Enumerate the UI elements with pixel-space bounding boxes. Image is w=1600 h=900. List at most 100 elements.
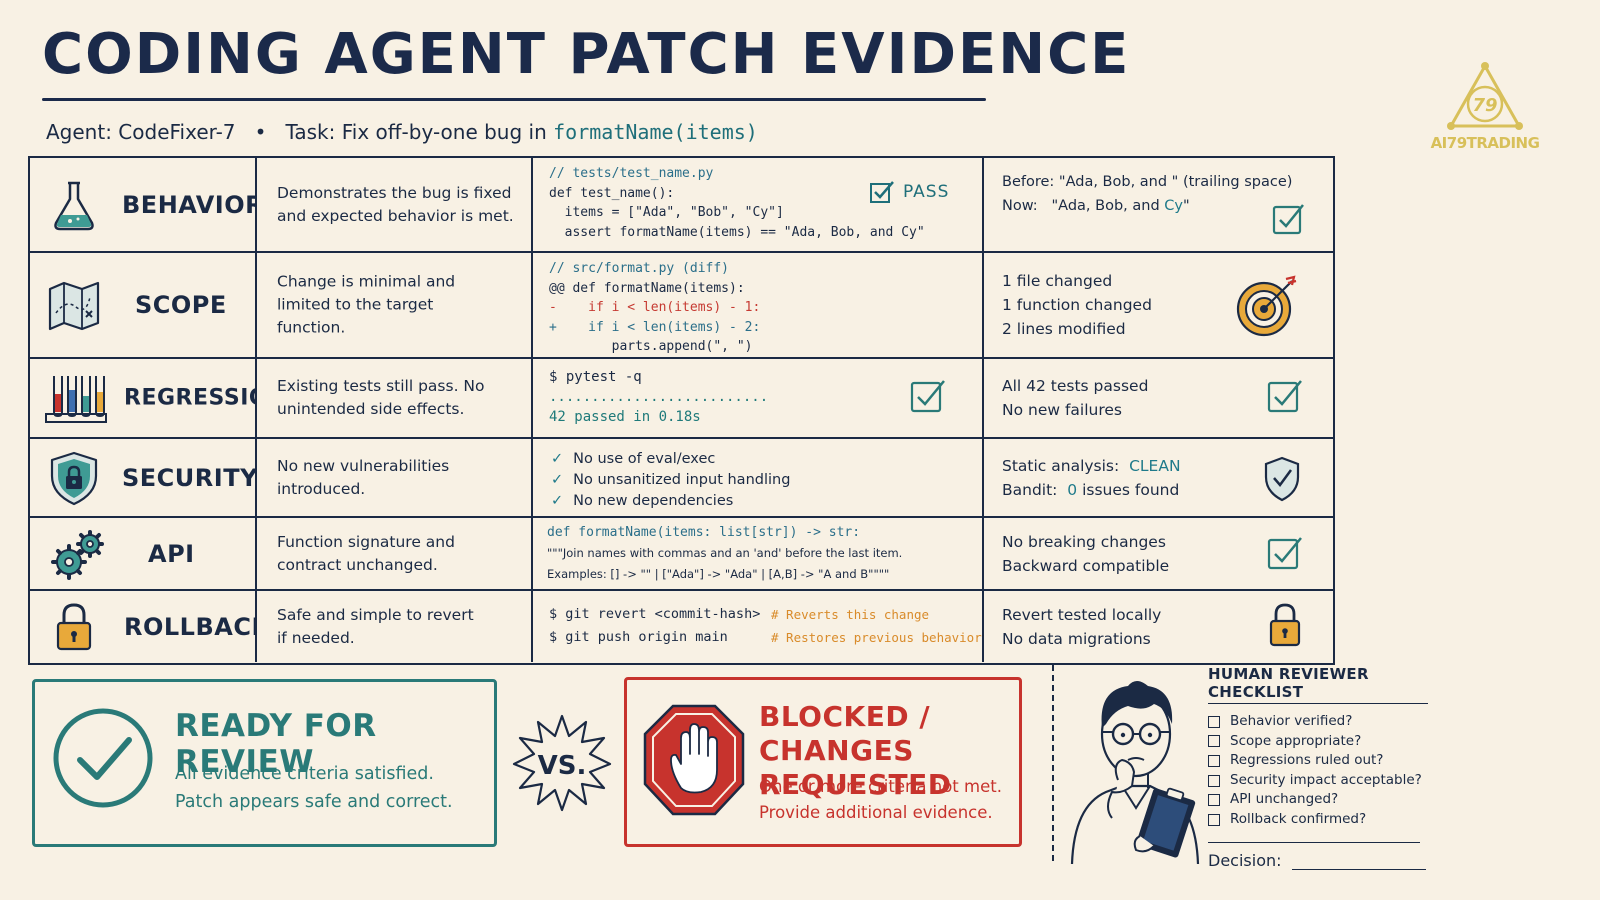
pytest-output: $ pytest -q .......................... 4…	[549, 369, 769, 425]
checkbox[interactable]	[1208, 794, 1220, 807]
checklist-title: HUMAN REVIEWER CHECKLIST	[1208, 665, 1428, 704]
checkmark-icon: ✓	[551, 493, 564, 509]
checklist-item-regressions[interactable]: Regressions ruled out?	[1208, 751, 1428, 771]
list-item: ✓No unsanitized input handling	[551, 470, 790, 491]
subtitle-separator: •	[254, 120, 267, 144]
checklist-item-behavior[interactable]: Behavior verified?	[1208, 712, 1428, 732]
padlock-icon	[1269, 603, 1301, 647]
checklist-item-scope[interactable]: Scope appropriate?	[1208, 732, 1428, 752]
criterion-description: Safe and simple to revert if needed.	[277, 605, 474, 647]
agent-name: Agent: CodeFixer-7	[46, 120, 236, 144]
checkbox[interactable]	[1208, 813, 1220, 826]
target-icon	[1236, 275, 1297, 337]
checkbox-checked-icon	[1267, 537, 1302, 570]
reviewer-illustration	[1070, 681, 1200, 864]
checkbox[interactable]	[1208, 715, 1220, 728]
stop-hand-icon	[643, 704, 745, 816]
list-item: ✓No use of eval/exec	[551, 449, 790, 470]
criterion-description: Demonstrates the bug is fixed and expect…	[277, 183, 514, 225]
ready-description: All evidence criteria satisfied. Patch a…	[175, 764, 453, 812]
evidence-cell: No breaking changes Backward compatible	[984, 518, 1335, 589]
checkbox-checked-icon	[1267, 380, 1302, 413]
criterion-description: Function signature and contract unchange…	[277, 532, 455, 574]
blocked-panel: BLOCKED / CHANGES REQUESTED One or more …	[624, 677, 1022, 847]
criterion-cell: BEHAVIOR	[30, 158, 257, 251]
brand-logo: 79 AI79TRADING	[1430, 60, 1540, 152]
proof-cell: // tests/test_name.py def test_name(): i…	[533, 158, 984, 251]
criterion-cell: SCOPE	[30, 253, 257, 357]
regression-evidence: All 42 tests passed No new failures	[1002, 377, 1149, 419]
map-icon	[48, 281, 100, 331]
decision-label: Decision:	[1208, 850, 1282, 870]
evidence-cell: 1 file changed 1 function changed 2 line…	[984, 253, 1335, 357]
test-tubes-icon	[45, 376, 107, 423]
shield-lock-icon	[50, 451, 98, 505]
rollback-evidence: Revert tested locally No data migrations	[1002, 605, 1162, 648]
decision-field: Decision:	[1208, 851, 1428, 870]
security-checks: ✓No use of eval/exec ✓No unsanitized inp…	[551, 449, 790, 512]
criterion-cell: SECURITY	[30, 439, 257, 516]
criterion-label: SECURITY	[122, 463, 257, 492]
description-cell: Change is minimal and limited to the tar…	[257, 253, 533, 357]
description-cell: Existing tests still pass. No unintended…	[257, 359, 533, 437]
row-api: API Function signature and contract unch…	[30, 518, 1333, 591]
description-cell: Function signature and contract unchange…	[257, 518, 533, 589]
page-title: CODING AGENT PATCH EVIDENCE	[42, 22, 1131, 87]
api-evidence: No breaking changes Backward compatible	[1002, 532, 1170, 575]
checklist-item-rollback[interactable]: Rollback confirmed?	[1208, 810, 1428, 830]
ready-for-review-panel: READY FOR REVIEW All evidence criteria s…	[32, 679, 497, 847]
gears-icon	[51, 529, 104, 580]
checkbox[interactable]	[1208, 774, 1220, 787]
vs-label: VS.	[538, 751, 587, 781]
git-commands: $ git revert <commit-hash> $ git push or…	[549, 606, 761, 645]
pass-badge: PASS	[869, 180, 949, 204]
checklist-item-api[interactable]: API unchanged?	[1208, 790, 1428, 810]
title-underline	[42, 98, 986, 101]
shield-check-icon	[1264, 456, 1300, 502]
proof-cell: // src/format.py (diff) @@ def formatNam…	[533, 253, 984, 357]
row-security: SECURITY No new vulnerabilities introduc…	[30, 439, 1333, 518]
git-comments: # Reverts this change # Restores previou…	[771, 607, 982, 645]
checklist-rule	[1208, 841, 1420, 843]
checklist-item-security[interactable]: Security impact acceptable?	[1208, 771, 1428, 791]
criterion-label: BEHAVIOR	[122, 190, 257, 219]
signature-code: def formatName(items: list[str]) -> str:…	[547, 525, 903, 581]
task-subtitle: Agent: CodeFixer-7 • Task: Fix off-by-on…	[46, 120, 758, 144]
scope-evidence: 1 file changed 1 function changed 2 line…	[1002, 272, 1152, 338]
row-scope: SCOPE Change is minimal and limited to t…	[30, 253, 1333, 359]
checkbox-checked-icon	[1272, 204, 1304, 235]
flask-icon	[54, 181, 94, 230]
checkbox-checked-icon	[870, 181, 894, 203]
checkmark-icon: ✓	[551, 451, 564, 467]
row-rollback: ROLLBACK Safe and simple to revert if ne…	[30, 591, 1333, 662]
criterion-label: SCOPE	[135, 291, 227, 319]
evidence-cell: Revert tested locally No data migrations	[984, 591, 1335, 662]
security-evidence: Static analysis: CLEAN Bandit: 0 issues …	[1002, 456, 1181, 499]
checkbox[interactable]	[1208, 735, 1220, 748]
criterion-cell: API	[30, 518, 257, 589]
checkbox-checked-icon	[910, 380, 945, 413]
description-cell: No new vulnerabilities introduced.	[257, 439, 533, 516]
description-cell: Safe and simple to revert if needed.	[257, 591, 533, 662]
ready-title: READY FOR REVIEW	[175, 708, 377, 780]
criterion-description: No new vulnerabilities introduced.	[277, 456, 450, 498]
criterion-label: API	[148, 539, 195, 568]
decision-input-line[interactable]	[1291, 852, 1426, 870]
vs-burst: VS.	[512, 714, 612, 812]
proof-cell: $ git revert <commit-hash> $ git push or…	[533, 591, 984, 662]
evidence-table: BEHAVIOR Demonstrates the bug is fixed a…	[28, 156, 1335, 665]
task-function-name: formatName(items)	[553, 120, 758, 144]
criterion-cell: REGRESSION	[30, 359, 257, 437]
pass-label: PASS	[903, 182, 950, 202]
criterion-cell: ROLLBACK	[30, 591, 257, 662]
criterion-description: Existing tests still pass. No unintended…	[277, 377, 485, 418]
checkbox[interactable]	[1208, 754, 1220, 767]
logo-text: AI79TRADING	[1430, 134, 1540, 152]
logo-number: 79	[1472, 95, 1497, 116]
proof-cell: ✓No use of eval/exec ✓No unsanitized inp…	[533, 439, 984, 516]
list-item: ✓No new dependencies	[551, 491, 790, 512]
evidence-cell: Before: "Ada, Bob, and " (trailing space…	[984, 158, 1335, 251]
row-regression: REGRESSION Existing tests still pass. No…	[30, 359, 1333, 439]
evidence-cell: Static analysis: CLEAN Bandit: 0 issues …	[984, 439, 1335, 516]
description-cell: Demonstrates the bug is fixed and expect…	[257, 158, 533, 251]
